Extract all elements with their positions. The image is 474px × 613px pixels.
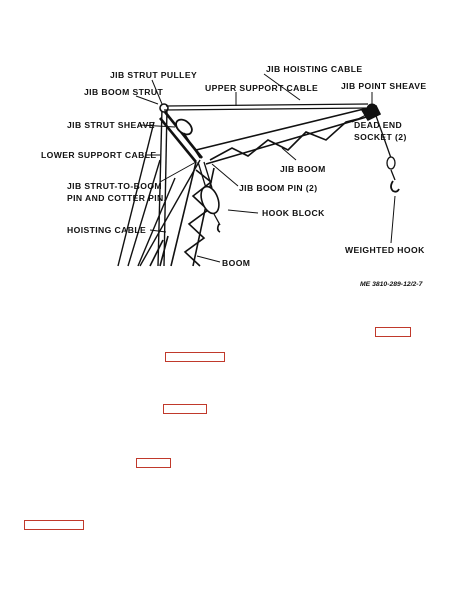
label-weighted-hook: WEIGHTED HOOK bbox=[345, 245, 425, 255]
jib-point-sheave bbox=[366, 103, 378, 115]
hoisting-cable-line bbox=[139, 159, 201, 267]
label-dead-end-2: SOCKET (2) bbox=[354, 132, 407, 142]
label-upper-support-cable: UPPER SUPPORT CABLE bbox=[205, 83, 318, 93]
label-jib-point-sheave: JIB POINT SHEAVE bbox=[341, 81, 427, 91]
label-jib-boom-pin: JIB BOOM PIN (2) bbox=[239, 183, 318, 193]
support-cables bbox=[163, 103, 371, 159]
highlight-box-5[interactable] bbox=[24, 520, 84, 530]
leader-lines bbox=[135, 73, 396, 263]
mast-lines bbox=[117, 107, 176, 267]
highlight-box-3[interactable] bbox=[163, 404, 207, 414]
label-hoisting-cable: HOISTING CABLE bbox=[67, 225, 146, 235]
label-strut-to-boom-2: PIN AND COTTER PIN. bbox=[67, 193, 166, 203]
highlight-box-2[interactable] bbox=[165, 352, 225, 362]
highlight-box-1[interactable] bbox=[375, 327, 411, 337]
figure-id: ME 3810-289-12/2-7 bbox=[360, 281, 424, 288]
label-hook-block: HOOK BLOCK bbox=[262, 208, 325, 218]
jib-boom bbox=[195, 105, 382, 165]
hook-block bbox=[197, 161, 221, 233]
label-jib-boom-strut: JIB BOOM STRUT bbox=[84, 87, 163, 97]
label-jib-strut-pulley: JIB STRUT PULLEY bbox=[110, 70, 197, 80]
highlight-box-4[interactable] bbox=[136, 458, 171, 468]
label-jib-boom: JIB BOOM bbox=[280, 164, 326, 174]
label-boom: BOOM bbox=[222, 258, 250, 268]
label-jib-hoisting-cable: JIB HOISTING CABLE bbox=[266, 64, 363, 74]
jib-strut-pulley bbox=[159, 103, 169, 113]
weighted-hook-assembly bbox=[374, 112, 400, 193]
label-jib-strut-sheave: JIB STRUT SHEAVE bbox=[67, 120, 155, 130]
label-lower-support-cable: LOWER SUPPORT CABLE bbox=[41, 150, 157, 160]
jib-strut bbox=[158, 111, 204, 163]
jib-strut-sheave bbox=[175, 118, 193, 136]
label-strut-to-boom-1: JIB STRUT-TO-BOOM bbox=[67, 181, 162, 191]
label-dead-end-1: DEAD END bbox=[354, 120, 402, 130]
jib-boom-diagram: JIB STRUT PULLEY JIB HOISTING CABLE JIB … bbox=[41, 64, 427, 288]
